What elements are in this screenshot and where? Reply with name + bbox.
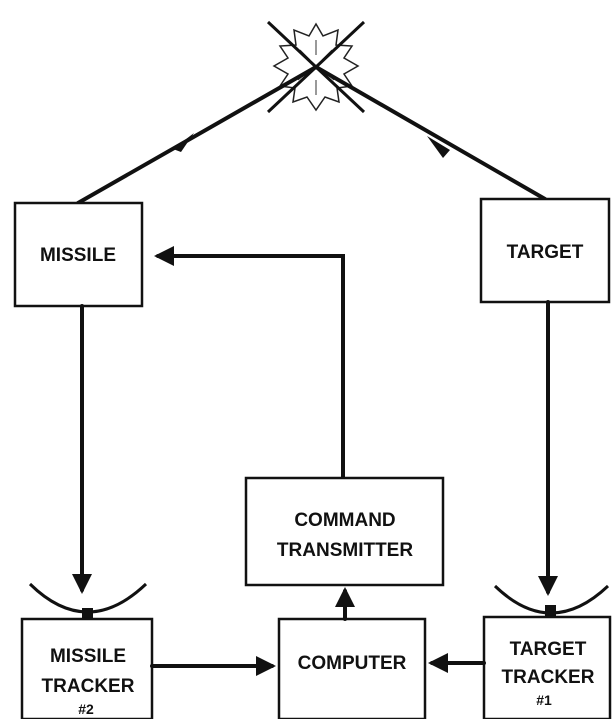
missile-flight-path — [76, 65, 318, 205]
command-uplink-path — [154, 246, 345, 480]
missile-tracker-number: #2 — [78, 701, 94, 717]
target-flight-path — [314, 65, 547, 201]
computer-label: COMPUTER — [298, 653, 407, 674]
target-tracker-number: #1 — [536, 692, 552, 708]
flight-arrow-icon — [173, 133, 194, 152]
target-tracker-block: TARGET TRACKER #1 — [482, 615, 612, 719]
missile-label: MISSILE — [40, 245, 116, 266]
command-transmitter-block: COMMAND TRANSMITTER — [244, 476, 445, 587]
command-transmitter-label-line1: COMMAND — [294, 510, 395, 531]
computer-block: COMPUTER — [277, 617, 427, 719]
target-tracker-label-line2: TRACKER — [502, 667, 595, 688]
target-label: TARGET — [507, 242, 584, 263]
radar-dish-icon — [493, 584, 610, 617]
missile-tracker-label-line2: TRACKER — [42, 676, 135, 697]
radar-dish-icon — [28, 582, 148, 620]
target-block: TARGET — [479, 197, 611, 304]
missile-block: MISSILE — [13, 201, 144, 308]
missile-tracker-label-line1: MISSILE — [50, 646, 126, 667]
target-tracker-label-line1: TARGET — [510, 639, 587, 660]
command-transmitter-label-line2: TRANSMITTER — [277, 540, 413, 561]
missile-tracker-block: MISSILE TRACKER #2 — [20, 617, 154, 719]
flight-arrow-icon — [427, 136, 450, 158]
